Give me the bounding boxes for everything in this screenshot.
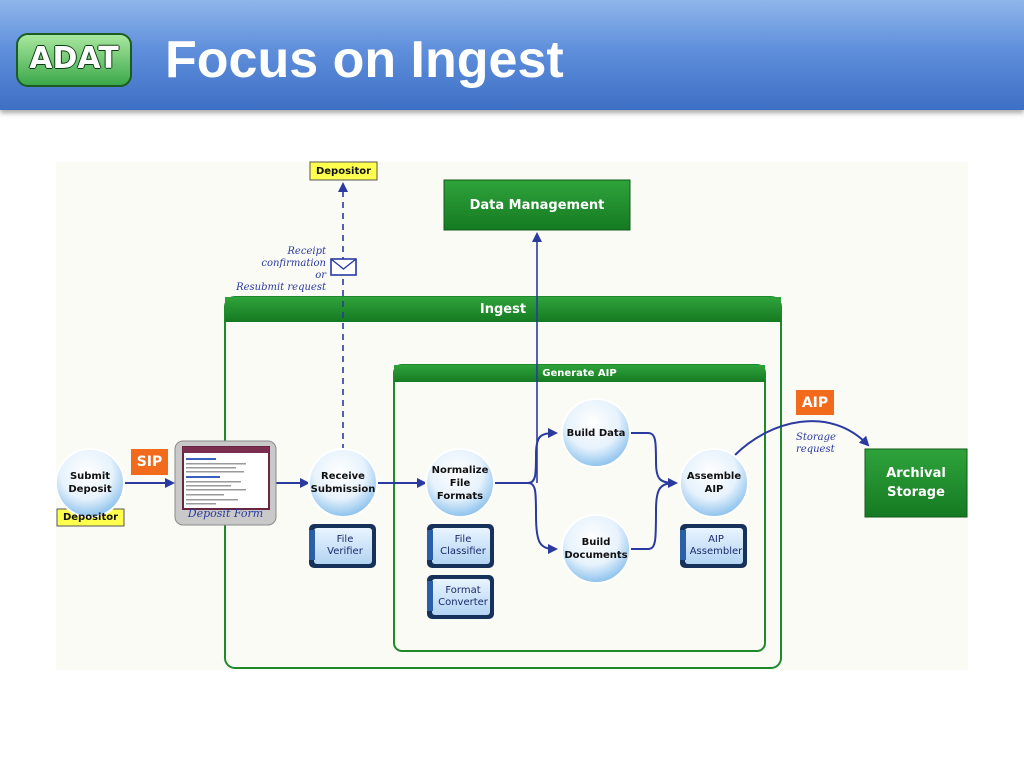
aip-assembler-label: AIP Assembler — [689, 534, 743, 557]
depositor-label-bottom: Depositor — [62, 512, 119, 523]
generate-aip-label: Generate AIP — [542, 368, 617, 379]
build-documents-circle — [561, 514, 631, 584]
deposit-form-label: Deposit Form — [187, 507, 264, 520]
format-converter-box — [427, 575, 494, 619]
submit-deposit-circle — [55, 448, 125, 518]
depositor-label-top: Depositor — [315, 165, 372, 177]
storage-request-note: Storage request — [796, 432, 836, 455]
archival-storage-box — [864, 448, 968, 518]
aip-label: AIP — [801, 394, 829, 411]
submit-deposit-label: Submit Deposit — [68, 471, 112, 495]
receipt-note: Receipt confirmation or Resubmit request — [236, 246, 326, 293]
arrow-assemble-to-archival — [734, 420, 870, 456]
build-data-label: Build Data — [566, 427, 626, 439]
format-converter-label: Format Converter — [438, 585, 488, 608]
sip-label: SIP — [136, 454, 163, 470]
assemble-aip-label: Assemble AIP — [686, 471, 742, 495]
aip-assembler-box — [680, 524, 747, 568]
ingest-label: Ingest — [479, 302, 527, 317]
assemble-aip-circle — [679, 448, 749, 518]
file-verifier-label: File Verifier — [327, 534, 363, 557]
arrow-normalize-to-build-data — [494, 428, 558, 484]
build-documents-label: Build Documents — [564, 537, 628, 561]
receive-submission-circle — [308, 448, 378, 518]
generate-aip-header-bar — [394, 365, 765, 382]
file-classifier-label: File Classifier — [440, 534, 486, 557]
file-classifier-box — [427, 524, 494, 568]
adat-logo: ADAT — [16, 33, 132, 87]
normalize-circle — [425, 448, 495, 518]
receive-submission-label: Receive Submission — [310, 471, 376, 495]
build-data-circle — [561, 398, 631, 468]
slide-title: Focus on Ingest — [165, 31, 564, 89]
data-management-box — [443, 179, 631, 231]
sip-badge — [131, 449, 168, 475]
deposit-form-thumbnail — [174, 440, 277, 526]
data-management-label: Data Management — [469, 197, 605, 213]
arrow-normalize-to-build-documents — [527, 482, 558, 554]
archival-storage-label: Archival Storage — [886, 466, 946, 500]
arrow-build-documents-to-assemble — [630, 482, 677, 550]
arrow-build-data-to-assemble — [630, 432, 678, 488]
aip-badge — [796, 390, 834, 415]
slide-header: ADAT Focus on Ingest — [0, 0, 1024, 110]
envelope-icon — [330, 258, 357, 276]
ingest-header-bar — [225, 297, 781, 322]
depositor-badge-top — [309, 161, 378, 181]
file-verifier-box — [309, 524, 376, 568]
normalize-label: Normalize File Formats — [431, 464, 489, 502]
